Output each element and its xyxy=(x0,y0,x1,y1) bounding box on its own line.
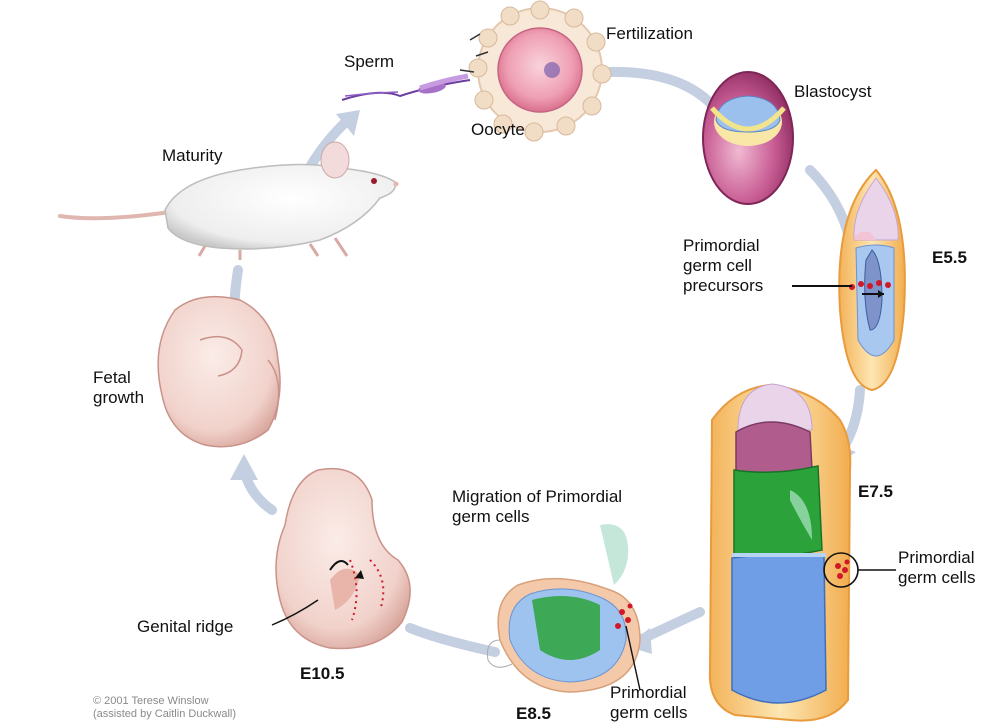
pgc-precursor-pointer xyxy=(792,285,852,287)
fetus-illustration xyxy=(158,297,280,447)
e55-embryo-illustration xyxy=(839,170,905,390)
stage-e85: E8.5 xyxy=(516,704,551,724)
label-blastocyst: Blastocyst xyxy=(794,82,871,102)
copyright-notice: © 2001 Terese Winslow (assisted by Caitl… xyxy=(93,695,236,721)
e105-embryo-illustration xyxy=(272,469,410,649)
stage-e75: E7.5 xyxy=(858,482,893,502)
sperm-illustration xyxy=(342,76,470,100)
stage-e105: E10.5 xyxy=(300,664,344,684)
e75-embryo-illustration xyxy=(710,384,896,721)
arrowhead-to-fetus xyxy=(230,454,258,480)
blastocyst-illustration xyxy=(703,72,793,204)
label-fetal-growth: Fetal growth xyxy=(93,368,144,408)
e85-embryo-illustration xyxy=(488,524,641,692)
cycle-arc-bottom xyxy=(410,628,495,652)
label-fertilization: Fertilization xyxy=(606,24,693,44)
label-sperm: Sperm xyxy=(344,52,394,72)
label-maturity: Maturity xyxy=(162,146,222,166)
mouse-illustration xyxy=(60,142,399,260)
label-oocyte: Oocyte xyxy=(471,120,525,140)
label-migration: Migration of Primordial germ cells xyxy=(452,487,622,527)
label-pgc-precursors: Primordial germ cell precursors xyxy=(683,236,763,296)
label-genital-ridge: Genital ridge xyxy=(137,617,233,637)
stage-e55: E5.5 xyxy=(932,248,967,268)
label-pgc-e85: Primordial germ cells xyxy=(610,683,687,723)
label-pgc-e75: Primordial germ cells xyxy=(898,548,975,588)
